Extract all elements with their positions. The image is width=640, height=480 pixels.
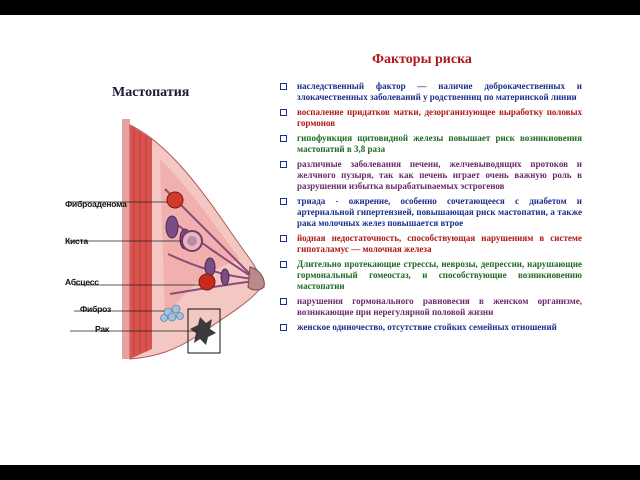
- breast-diagram: Фиброаденома Киста Абсцесс Фиброз Рак: [60, 119, 270, 369]
- checkbox-bullet-icon: [280, 298, 287, 305]
- label-cancer: Рак: [95, 324, 109, 334]
- list-item: женское одиночество, отсутствие стойких …: [280, 322, 582, 333]
- label-cyst: Киста: [65, 236, 89, 246]
- list-item: Длительно протекающие стрессы, неврозы, …: [280, 259, 582, 292]
- risk-factor-text: женское одиночество, отсутствие стойких …: [297, 322, 557, 332]
- breast-cross-section-illustration: [68, 119, 265, 360]
- list-item: йодная недостаточность, способствующая н…: [280, 233, 582, 255]
- checkbox-bullet-icon: [280, 135, 287, 142]
- checkbox-bullet-icon: [280, 83, 287, 90]
- label-fibroadenoma: Фиброаденома: [65, 199, 127, 209]
- checkbox-bullet-icon: [280, 235, 287, 242]
- risk-factors-list: наследственный фактор — наличие доброкач…: [280, 81, 582, 337]
- list-item: триада - ожирение, особенно сочетающееся…: [280, 196, 582, 229]
- risk-factor-text: наследственный фактор — наличие доброкач…: [297, 81, 582, 102]
- checkbox-bullet-icon: [280, 324, 287, 331]
- risk-factors-title: Факторы риска: [372, 52, 472, 67]
- risk-factor-text: гипофункция щитовидной железы повышает р…: [297, 133, 582, 154]
- label-fibrosis: Фиброз: [80, 304, 112, 314]
- list-item: нарушения гормонального равновесия в жен…: [280, 296, 582, 318]
- risk-factor-text: нарушения гормонального равновесия в жен…: [297, 296, 582, 317]
- risk-factor-text: Длительно протекающие стрессы, неврозы, …: [297, 259, 582, 291]
- list-item: гипофункция щитовидной железы повышает р…: [280, 133, 582, 155]
- checkbox-bullet-icon: [280, 261, 287, 268]
- risk-factor-text: йодная недостаточность, способствующая н…: [297, 233, 582, 254]
- checkbox-bullet-icon: [280, 161, 287, 168]
- checkbox-bullet-icon: [280, 109, 287, 116]
- label-abscess: Абсцесс: [65, 277, 99, 287]
- risk-factor-text: триада - ожирение, особенно сочетающееся…: [297, 196, 582, 228]
- list-item: воспаление придатков матки, дезорганизую…: [280, 107, 582, 129]
- checkbox-bullet-icon: [280, 198, 287, 205]
- list-item: различные заболевания печени, желчевывод…: [280, 159, 582, 192]
- risk-factor-text: воспаление придатков матки, дезорганизую…: [297, 107, 582, 128]
- risk-factor-text: различные заболевания печени, желчевывод…: [297, 159, 582, 191]
- diagram-title: Мастопатия: [112, 85, 190, 100]
- list-item: наследственный фактор — наличие доброкач…: [280, 81, 582, 103]
- slide: Мастопатия Факторы риска: [0, 15, 640, 465]
